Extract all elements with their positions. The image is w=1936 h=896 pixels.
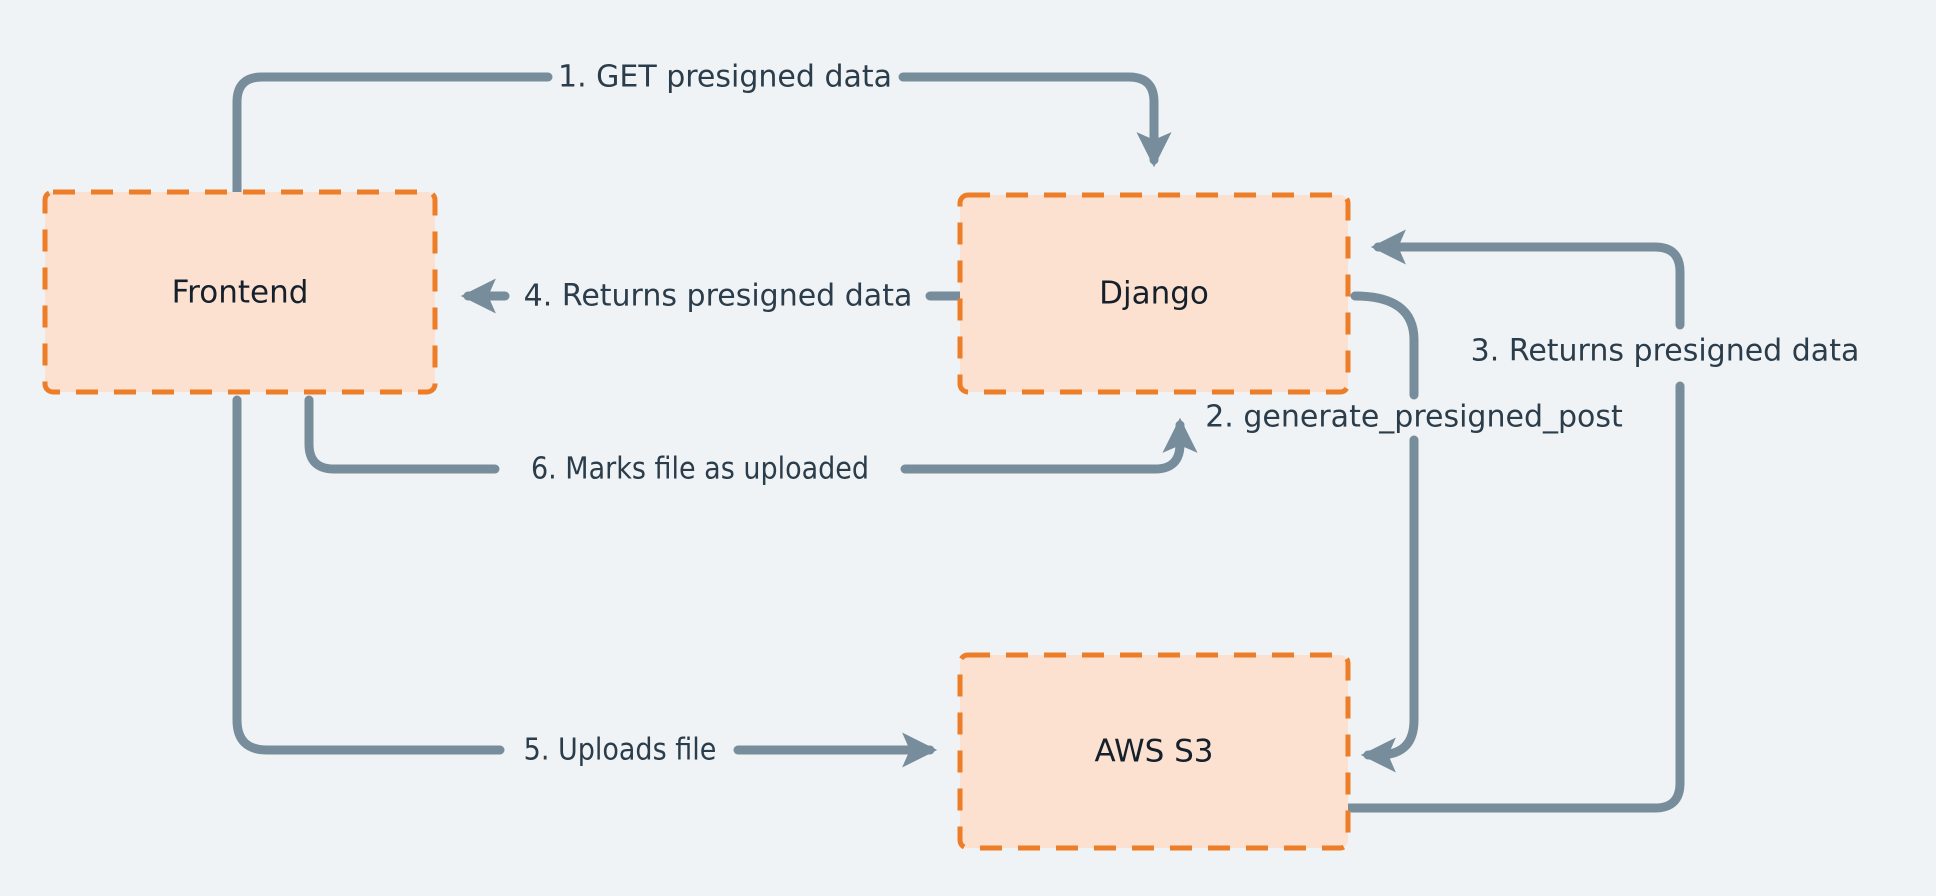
edge-label-3: 3. Returns presigned data [1471, 334, 1860, 369]
edge-6-segment-right [900, 417, 1198, 474]
edge-6-segment-left [304, 395, 500, 474]
edge-2-segment-upper [1350, 291, 1419, 400]
edge-label-5: 5. Uploads file [524, 733, 717, 768]
node-frontend-label: Frontend [172, 275, 309, 311]
edge-label-6: 6. Marks file as uploaded [531, 452, 869, 487]
node-frontend[interactable]: Frontend [42, 189, 438, 395]
node-django-label: Django [1099, 276, 1209, 312]
edge-3-segment-upper [1370, 229, 1685, 330]
node-django-shape[interactable] [957, 192, 1351, 395]
edge-label-2: 2. generate_presigned_post [1205, 400, 1623, 435]
node-aws-s3-label: AWS S3 [1094, 734, 1213, 770]
node-aws-s3-shape[interactable] [957, 652, 1351, 851]
node-aws-s3[interactable]: AWS S3 [957, 652, 1351, 851]
node-frontend-shape[interactable] [42, 189, 438, 395]
edge-1-segment-right [898, 72, 1172, 168]
edge-label-1: 1. GET presigned data [558, 60, 892, 95]
edge-1-segment-left [232, 72, 553, 197]
edge-3-segment-lower [1343, 381, 1685, 813]
edge-5-segment-left [232, 395, 505, 755]
edge-2-segment-lower [1360, 435, 1419, 773]
node-django[interactable]: Django [957, 192, 1351, 395]
edge-label-4: 4. Returns presigned data [524, 279, 913, 314]
